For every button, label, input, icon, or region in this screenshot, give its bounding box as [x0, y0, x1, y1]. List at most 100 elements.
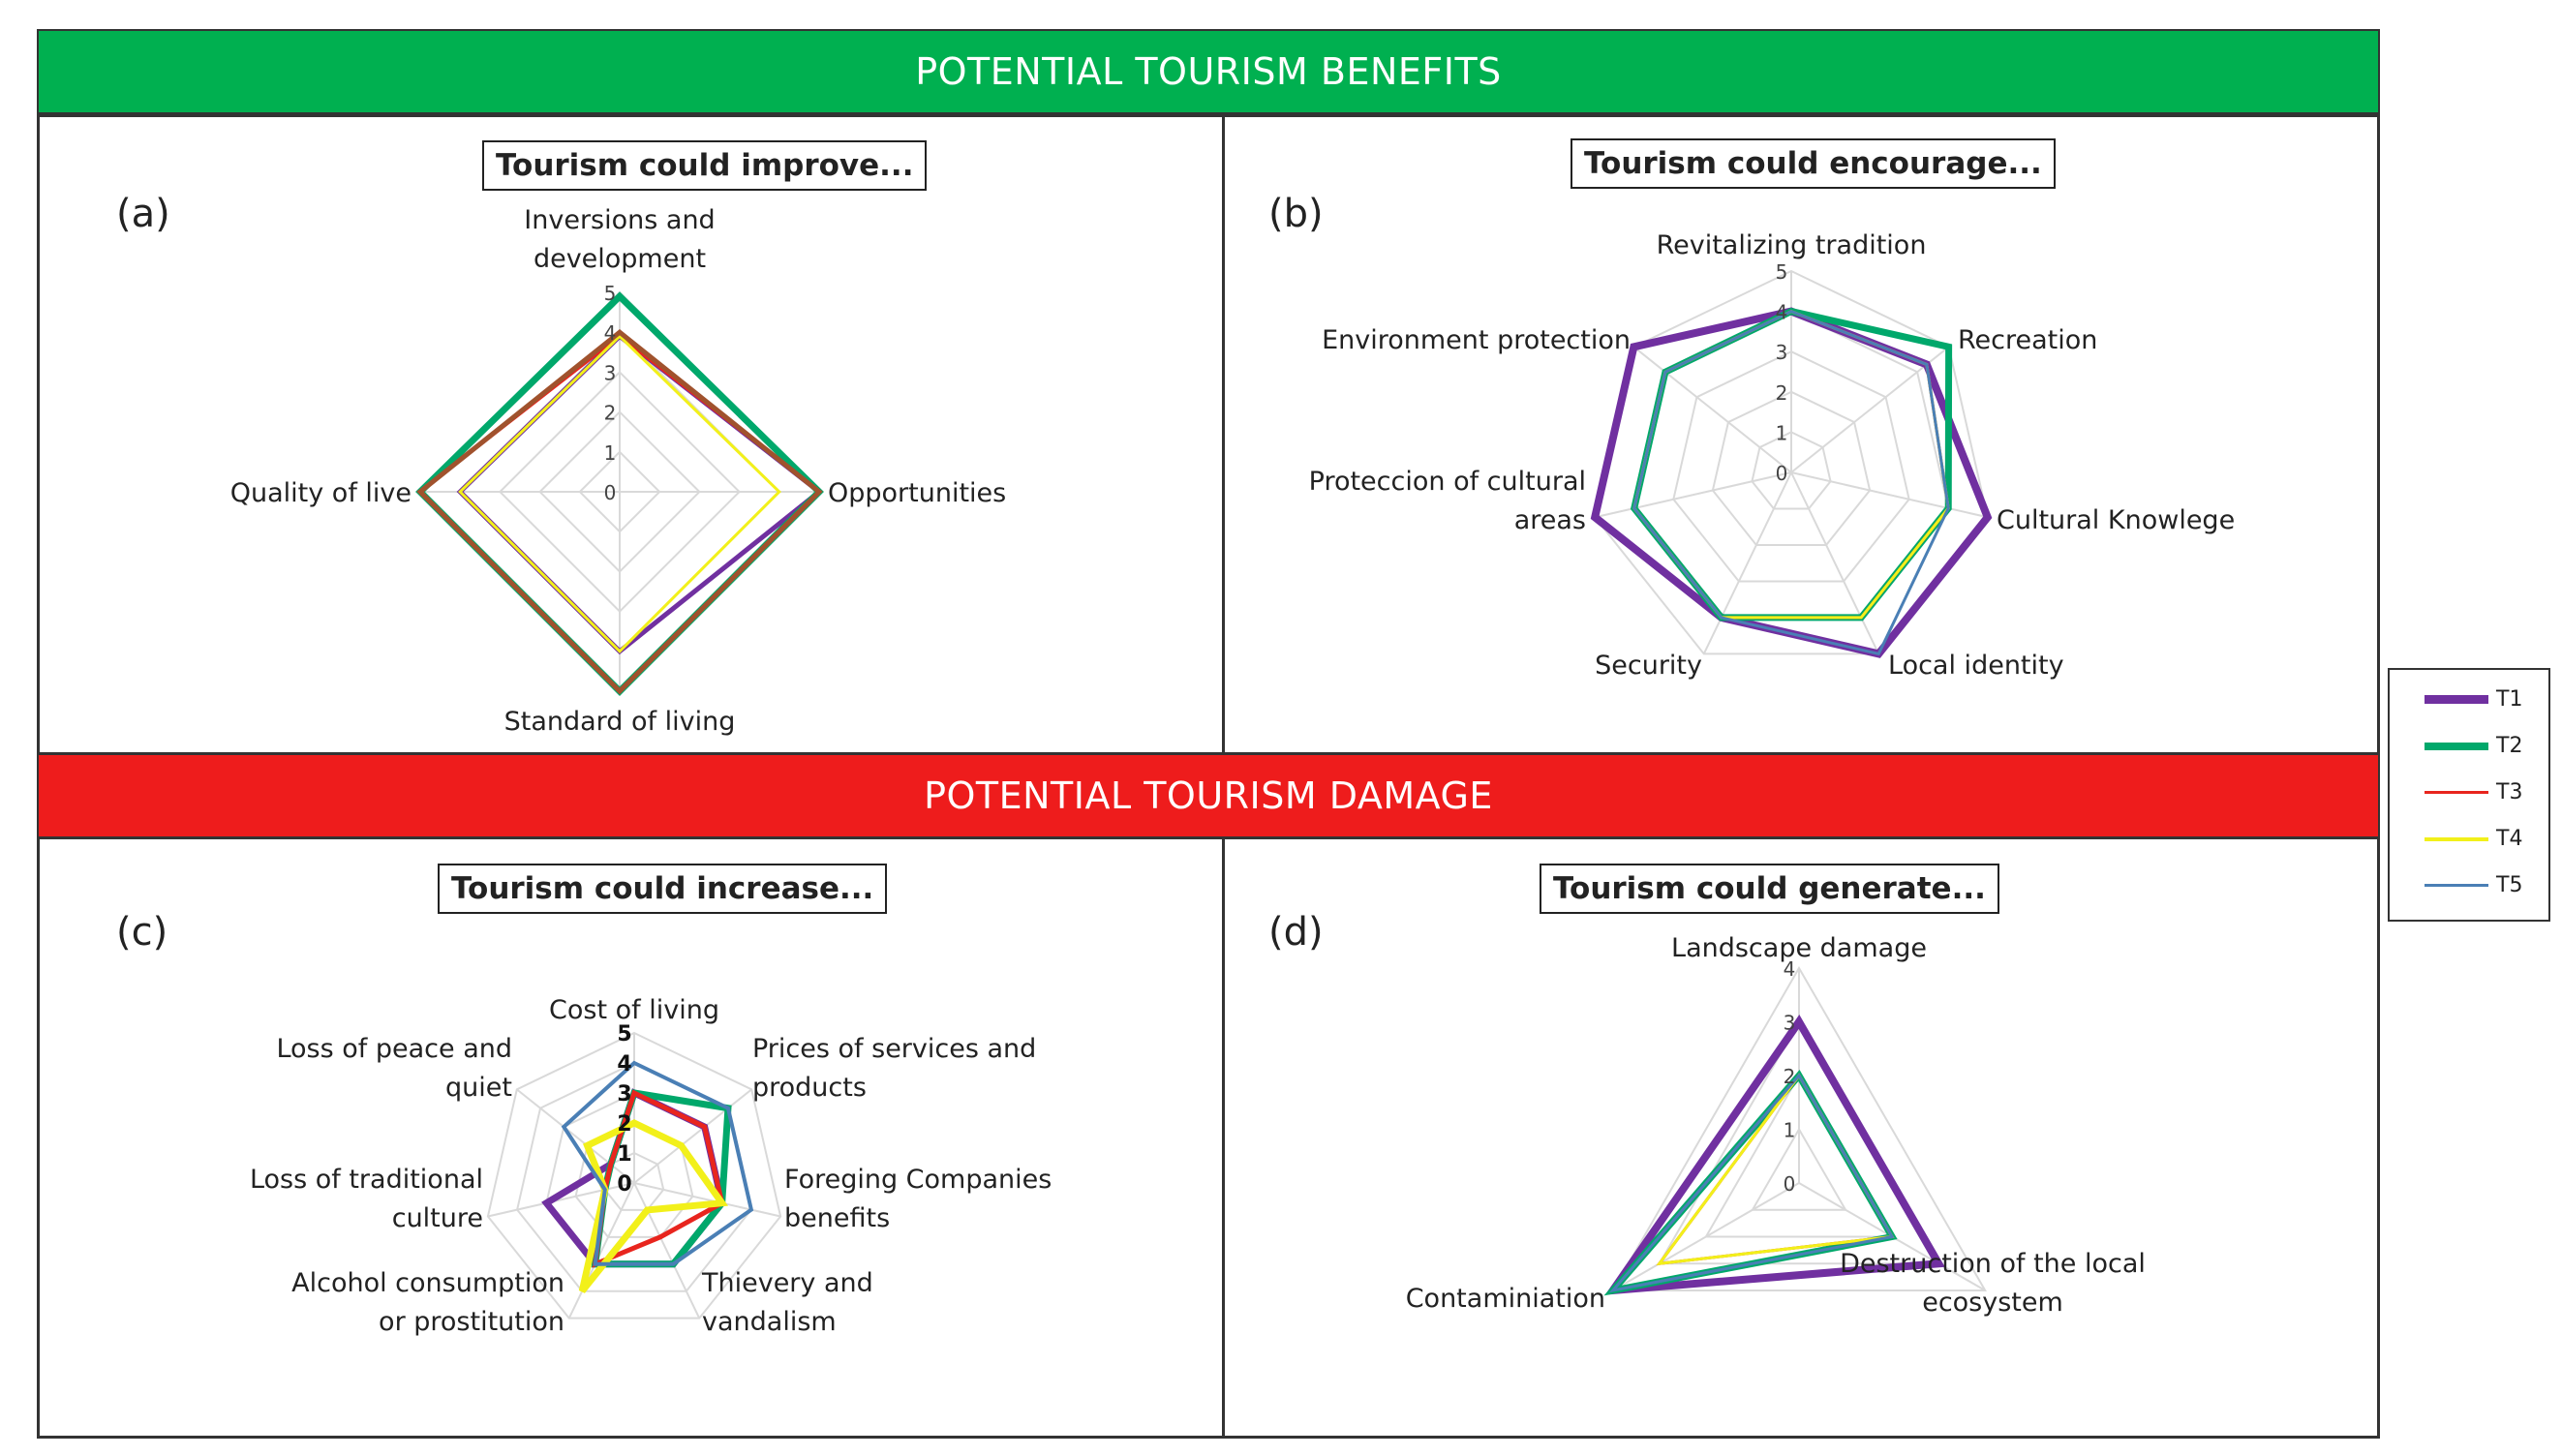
grid-ring — [1672, 350, 1910, 583]
axis-label-line: Security — [1595, 651, 1702, 681]
legend-item-t1: T1 — [2425, 687, 2522, 712]
tick-label: 2 — [1784, 1065, 1796, 1088]
axis-label-line: Contaminiation — [1406, 1284, 1605, 1314]
panel-letter-a: (a) — [116, 192, 170, 236]
axis-label: Alcohol consumption or prostitution — [291, 1268, 564, 1337]
axis-label: Contaminiation — [1406, 1284, 1605, 1314]
tick-label: 3 — [1776, 341, 1788, 364]
axis-label: Inversions and development — [524, 205, 715, 274]
panel-c — [37, 836, 1228, 1439]
series-t5 — [1608, 1073, 1895, 1293]
series-t5 — [1632, 309, 1950, 656]
axis-label-line: Opportunities — [828, 478, 1006, 508]
tick-label: 3 — [1784, 1012, 1796, 1035]
legend-label: T3 — [2496, 780, 2523, 804]
axis-label-line: development — [534, 244, 706, 274]
tick-label: 0 — [1776, 462, 1788, 485]
damage-banner-text: POTENTIAL TOURISM DAMAGE — [924, 774, 1493, 817]
panel-letter-d: (d) — [1268, 910, 1324, 955]
series-extra — [416, 328, 823, 695]
tick-label: 2 — [604, 402, 617, 425]
chart-c-title: Tourism could increase... — [438, 864, 888, 914]
grid-spoke — [1790, 471, 1989, 519]
tick-label: 1 — [1784, 1119, 1796, 1142]
tick-label: 2 — [617, 1112, 631, 1137]
axis-label-line: Environment protection — [1322, 325, 1631, 355]
tick-label: 4 — [1784, 957, 1796, 981]
axis-label: Landscape damage — [1671, 933, 1927, 963]
axis-label: Environment protection — [1322, 325, 1631, 355]
legend-swatch — [2425, 742, 2488, 750]
chart-d-title: Tourism could generate... — [1540, 864, 1999, 914]
panel-d — [1222, 836, 2380, 1439]
legend-item-t2: T2 — [2425, 734, 2522, 758]
tick-label: 4 — [1776, 301, 1788, 324]
tick-label: 0 — [1784, 1172, 1796, 1196]
tick-label: 3 — [604, 361, 617, 384]
legend-swatch — [2425, 884, 2488, 887]
axis-label: Cost of living — [549, 995, 719, 1025]
legend-label: T5 — [2496, 873, 2523, 897]
axis-label-line: Prices of services and — [752, 1034, 1036, 1064]
grid-ring — [1711, 390, 1872, 546]
chart-b-title: Tourism could encourage... — [1571, 138, 2056, 189]
chart-a-title: Tourism could improve... — [482, 140, 928, 191]
axis-label: Cultural Knowlege — [1997, 505, 2235, 535]
axis-label: Prices of services and products — [752, 1034, 1036, 1103]
benefits-banner-text: POTENTIAL TOURISM BENEFITS — [915, 50, 1502, 93]
axis-label-line: Thievery and — [701, 1268, 873, 1298]
axis-label-line: Alcohol consumption — [291, 1268, 564, 1298]
tick-label: 0 — [604, 481, 617, 504]
axis-label-line: or prostitution — [379, 1307, 564, 1337]
axis-label-line: Revitalizing tradition — [1657, 230, 1927, 260]
grid-ring — [1611, 965, 1987, 1291]
series-t4 — [578, 1119, 729, 1293]
grid-spoke — [1790, 346, 1950, 473]
panel-letter-c: (c) — [116, 910, 168, 955]
axis-label: Security — [1595, 651, 1702, 681]
legend-swatch — [2425, 791, 2488, 794]
panel-a — [37, 114, 1228, 755]
axis-label-line: Inversions and — [524, 205, 715, 235]
panel-b — [1222, 114, 2380, 755]
axis-label-line: Proteccion of cultural — [1309, 467, 1586, 497]
axis-label-line: Cultural Knowlege — [1997, 505, 2235, 535]
grid-spoke — [567, 1182, 635, 1320]
tick-label: 1 — [1776, 421, 1788, 444]
tick-label: 4 — [617, 1052, 631, 1077]
axis-label-line: Recreation — [1958, 325, 2097, 355]
grid-ring — [1751, 1127, 1847, 1211]
grid-ring — [1751, 431, 1832, 510]
axis-label-line: Standard of living — [504, 707, 736, 737]
axis-label-line: Quality of live — [230, 478, 412, 508]
tick-label: 4 — [604, 321, 617, 345]
grid-spoke — [1702, 471, 1792, 654]
series-t1 — [1604, 1015, 1945, 1295]
legend-label: T2 — [2496, 734, 2523, 758]
axis-label: Local identity — [1888, 651, 2064, 681]
grid-spoke — [516, 1088, 635, 1184]
series-t5 — [561, 1060, 754, 1266]
axis-label-line: products — [752, 1073, 867, 1103]
axis-label-line: quiet — [445, 1073, 512, 1103]
axis-label-line: Cost of living — [549, 995, 719, 1025]
series-t3 — [592, 1089, 725, 1268]
axis-label: Standard of living — [504, 707, 736, 737]
grid-ring — [486, 1031, 782, 1320]
axis-label: Recreation — [1958, 325, 2097, 355]
legend-swatch — [2425, 695, 2488, 704]
axis-label-line: benefits — [784, 1203, 890, 1233]
legend-label: T4 — [2496, 827, 2523, 851]
tick-label: 1 — [604, 441, 617, 465]
